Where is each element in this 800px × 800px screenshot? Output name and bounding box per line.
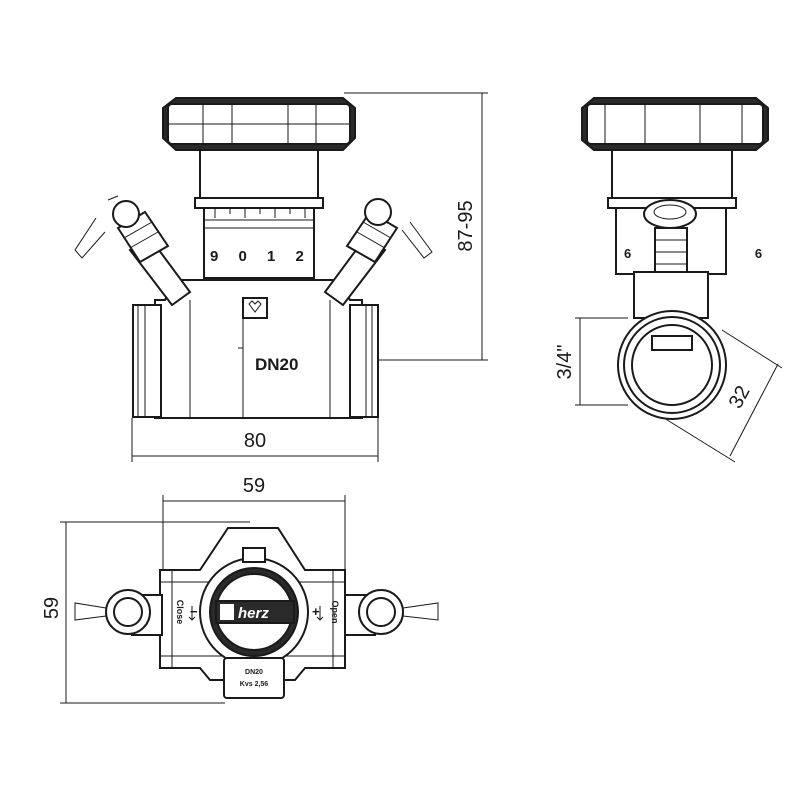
top-tag-kvs: Kvs 2,56 bbox=[240, 681, 269, 688]
top-close-label: Close bbox=[175, 600, 185, 625]
top-left-port bbox=[74, 589, 151, 635]
top-right-port bbox=[358, 589, 439, 635]
side-thread-dimension: 3/4" bbox=[554, 345, 576, 380]
side-view: 6 6 3/4" 32 bbox=[554, 97, 800, 463]
front-height-dimension: 87-95 bbox=[455, 200, 477, 251]
side-wrench-dimension: 32 bbox=[725, 382, 755, 412]
top-nameplate-tag: DN20 Kvs 2,56 bbox=[223, 657, 285, 699]
top-minus-label: − bbox=[190, 604, 198, 619]
front-view: 9 0 1 2 DN20 bbox=[74, 92, 488, 462]
top-width-dimension: 59 bbox=[243, 475, 265, 497]
top-height-dimension: 59 bbox=[41, 597, 63, 619]
side-scale-digits: 6 6 bbox=[624, 246, 800, 261]
top-plus-label: + bbox=[312, 604, 320, 619]
top-brand-label: herz bbox=[238, 605, 269, 622]
left-measuring-port bbox=[74, 195, 192, 307]
scale-digits: 9 0 1 2 bbox=[210, 248, 312, 265]
front-dn-label: DN20 bbox=[255, 355, 298, 374]
handwheel bbox=[162, 97, 356, 151]
front-width-dimension: 80 bbox=[244, 430, 266, 452]
top-view: 59 59 herz Close − Open + bbox=[41, 475, 439, 704]
top-tag-dn: DN20 bbox=[245, 669, 263, 676]
top-open-label: Open bbox=[330, 600, 340, 623]
right-measuring-port bbox=[323, 198, 433, 307]
